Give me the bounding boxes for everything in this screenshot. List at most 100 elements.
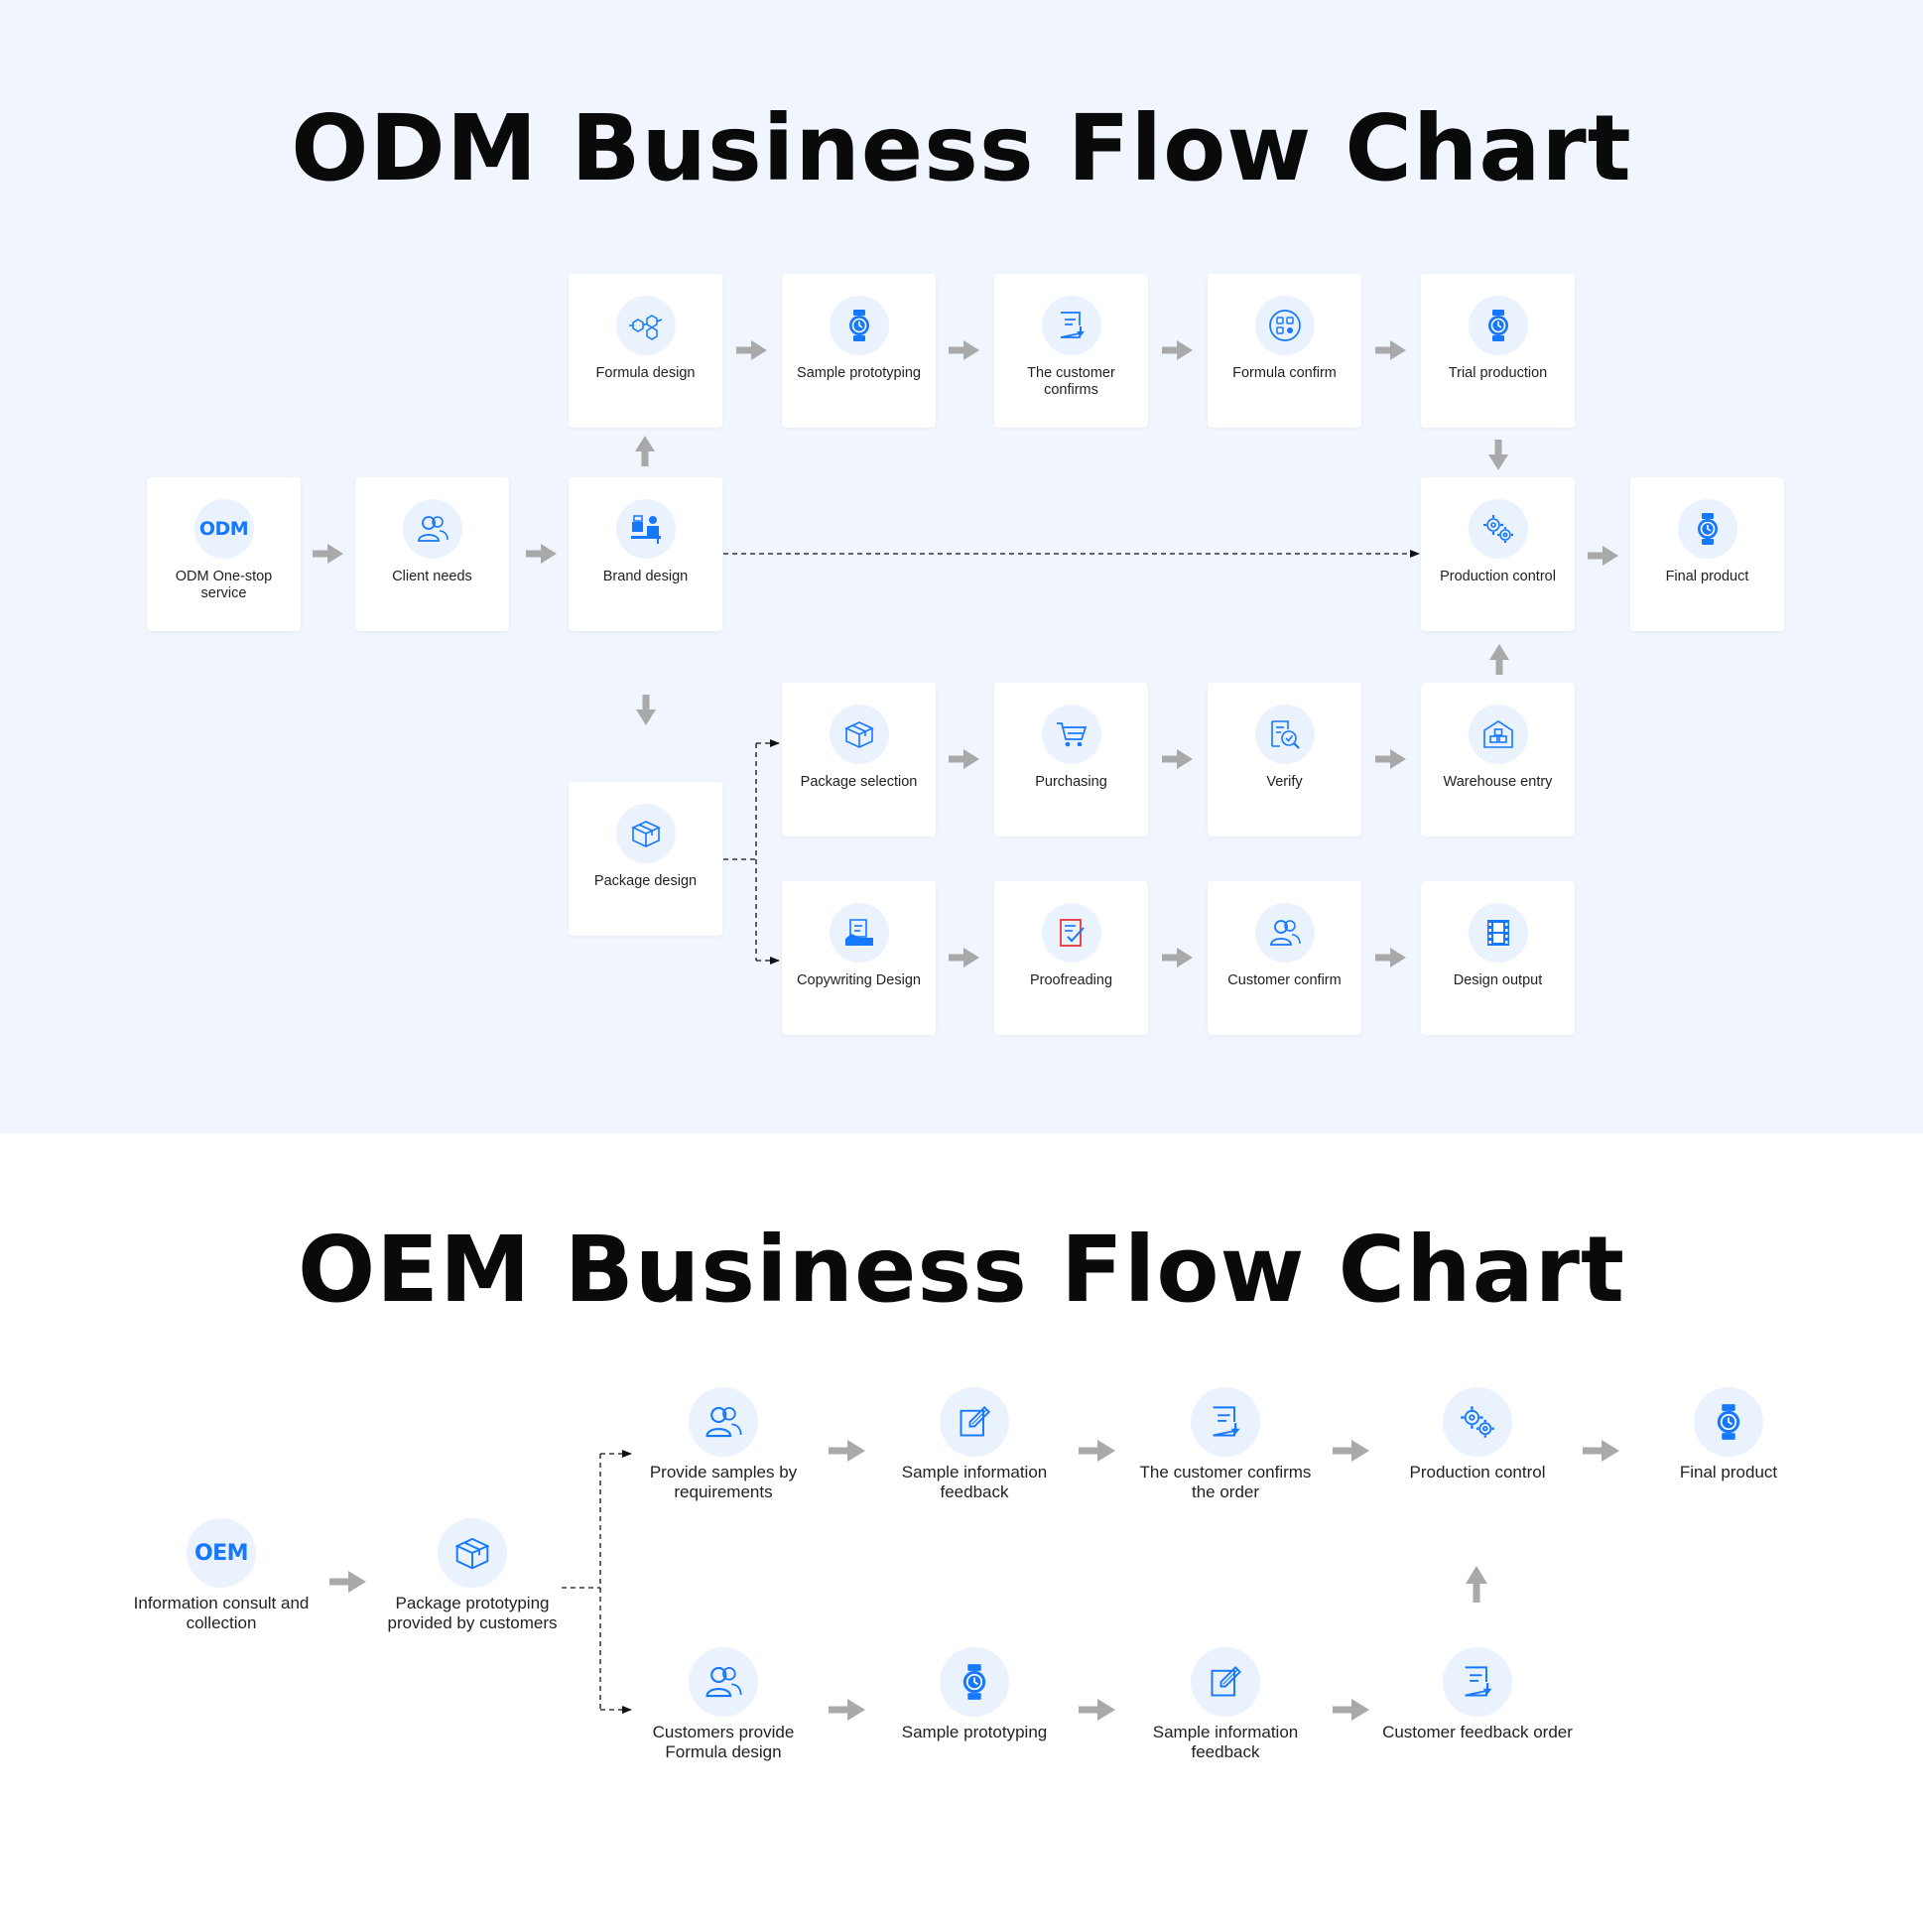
node-label: Production control bbox=[1409, 1463, 1546, 1481]
users-icon bbox=[689, 1387, 758, 1457]
node-label: Formula design bbox=[595, 365, 696, 381]
node-production-control: Production control bbox=[1421, 477, 1575, 631]
node-purchasing: Purchasing bbox=[994, 683, 1148, 837]
arrow-package-selection-to-purchasing bbox=[949, 749, 979, 769]
odm-badge-icon: ODM bbox=[193, 499, 254, 559]
arrow-customer-order-to-production bbox=[1466, 1566, 1487, 1603]
node-label: Production control bbox=[1440, 569, 1556, 584]
arrow-feedback-to-confirms bbox=[1079, 1440, 1115, 1462]
oem-title: OEM Business Flow Chart bbox=[297, 1217, 1626, 1323]
node-label: ODM One-stop service bbox=[175, 569, 273, 601]
film-strip-icon bbox=[1468, 903, 1528, 963]
oem-badge-icon: OEM bbox=[187, 1518, 256, 1588]
node-label: The customer confirms bbox=[1027, 365, 1115, 398]
arrow-production-to-final bbox=[1588, 546, 1618, 566]
arrow-formula-confirm-to-trial bbox=[1375, 340, 1406, 360]
node-label: Sample information feedback bbox=[901, 1463, 1048, 1501]
node-brand-design: Brand design bbox=[569, 477, 722, 631]
node-label: Sample prototyping bbox=[901, 1723, 1048, 1741]
arrow-purchasing-to-verify bbox=[1162, 749, 1193, 769]
node-label: Package selection bbox=[800, 774, 918, 790]
node-label: Client needs bbox=[392, 569, 472, 584]
node-client-needs: Client needs bbox=[355, 477, 509, 631]
node-formula-confirm: Formula confirm bbox=[1208, 274, 1361, 428]
node-warehouse-entry: Warehouse entry bbox=[1421, 683, 1575, 837]
oem-node-customer-confirms-order: The customer confirms the order bbox=[1126, 1387, 1325, 1566]
odm-title: ODM Business Flow Chart bbox=[291, 95, 1632, 201]
arrow-prototyping-to-feedback bbox=[1079, 1699, 1115, 1721]
oem-node-customers-formula: Customers provide Formula design bbox=[624, 1647, 823, 1826]
node-label: Formula confirm bbox=[1232, 365, 1337, 381]
edit-icon bbox=[940, 1387, 1009, 1457]
watch-icon bbox=[829, 296, 889, 355]
watch-icon bbox=[1694, 1387, 1763, 1457]
node-trial-production: Trial production bbox=[1421, 274, 1575, 428]
users-icon bbox=[402, 499, 462, 559]
oem-section: OEM Business Flow Chart OEM Informatio bbox=[0, 1133, 1923, 1932]
arrow-formula-to-prototyping bbox=[829, 1699, 865, 1721]
node-final-product: Final product bbox=[1630, 477, 1784, 631]
arrow-customer-confirms-to-formula-confirm bbox=[1162, 340, 1193, 360]
oem-node-sample-info-feedback-bottom: Sample information feedback bbox=[1126, 1647, 1325, 1826]
node-the-customer-confirms: The customer confirms bbox=[994, 274, 1148, 428]
node-design-output: Design output bbox=[1421, 881, 1575, 1035]
oem-node-provide-samples: Provide samples by requirements bbox=[624, 1387, 823, 1566]
molecule-icon bbox=[615, 296, 676, 355]
node-label: Copywriting Design bbox=[797, 972, 921, 988]
package-box-icon bbox=[438, 1518, 507, 1588]
package-box-icon bbox=[829, 705, 889, 764]
node-package-selection: Package selection bbox=[782, 683, 936, 837]
watch-icon bbox=[940, 1647, 1009, 1717]
node-label: Final product bbox=[1665, 569, 1749, 584]
oem-node-customer-feedback-order: Customer feedback order bbox=[1378, 1647, 1577, 1826]
arrow-odm-service-to-client-needs bbox=[313, 544, 343, 564]
gears-icon bbox=[1468, 499, 1528, 559]
node-formula-design: Formula design bbox=[569, 274, 722, 428]
document-search-icon bbox=[1254, 705, 1315, 764]
node-label: Sample prototyping bbox=[797, 365, 921, 381]
node-customer-confirm: Customer confirm bbox=[1208, 881, 1361, 1035]
node-package-design: Package design bbox=[569, 782, 722, 936]
arrow-warehouse-to-production bbox=[1489, 644, 1509, 675]
writing-hand-icon bbox=[829, 903, 889, 963]
node-proofreading: Proofreading bbox=[994, 881, 1148, 1035]
node-verify: Verify bbox=[1208, 683, 1361, 837]
users-icon bbox=[1254, 903, 1315, 963]
node-sample-prototyping: Sample prototyping bbox=[782, 274, 936, 428]
node-label: Provide samples by requirements bbox=[649, 1463, 798, 1501]
document-download-icon bbox=[1041, 296, 1101, 355]
arrow-client-needs-to-brand-design bbox=[526, 544, 557, 564]
warehouse-icon bbox=[1468, 705, 1528, 764]
oem-node-sample-prototyping: Sample prototyping bbox=[875, 1647, 1074, 1826]
oem-node-package-prototyping: Package prototyping provided by customer… bbox=[373, 1518, 572, 1697]
checklist-icon bbox=[1041, 903, 1101, 963]
node-odm-one-stop-service: ODM ODM One-stop service bbox=[147, 477, 301, 631]
arrow-formula-to-sample bbox=[736, 340, 767, 360]
arrow-production-to-final bbox=[1583, 1440, 1619, 1462]
node-label: Brand design bbox=[602, 569, 689, 584]
node-label: Design output bbox=[1453, 972, 1543, 988]
node-label: Sample information feedback bbox=[1152, 1723, 1299, 1761]
node-label: Customer feedback order bbox=[1382, 1723, 1573, 1741]
node-label: Final product bbox=[1679, 1463, 1778, 1481]
oem-node-final-product: Final product bbox=[1629, 1387, 1828, 1566]
document-download-icon bbox=[1191, 1387, 1260, 1457]
oem-node-sample-info-feedback-top: Sample information feedback bbox=[875, 1387, 1074, 1566]
node-label: Verify bbox=[1266, 774, 1303, 790]
node-label: Trial production bbox=[1448, 365, 1548, 381]
apps-grid-icon bbox=[1254, 296, 1315, 355]
arrow-sample-to-customer-confirms bbox=[949, 340, 979, 360]
watch-icon bbox=[1468, 296, 1528, 355]
arrow-verify-to-warehouse bbox=[1375, 749, 1406, 769]
node-label: Proofreading bbox=[1029, 972, 1113, 988]
node-label: Package prototyping provided by customer… bbox=[387, 1594, 558, 1632]
arrow-brand-to-formula bbox=[635, 436, 655, 466]
oem-node-info-consult: OEM Information consult and collection bbox=[122, 1518, 320, 1697]
node-label: Purchasing bbox=[1035, 774, 1107, 790]
arrow-brand-to-package bbox=[636, 695, 656, 725]
arrow-proofreading-to-customer-confirm bbox=[1162, 948, 1193, 967]
node-label: Customer confirm bbox=[1227, 972, 1342, 988]
users-icon bbox=[689, 1647, 758, 1717]
arrow-provide-to-feedback bbox=[829, 1440, 865, 1462]
document-download-icon bbox=[1443, 1647, 1512, 1717]
